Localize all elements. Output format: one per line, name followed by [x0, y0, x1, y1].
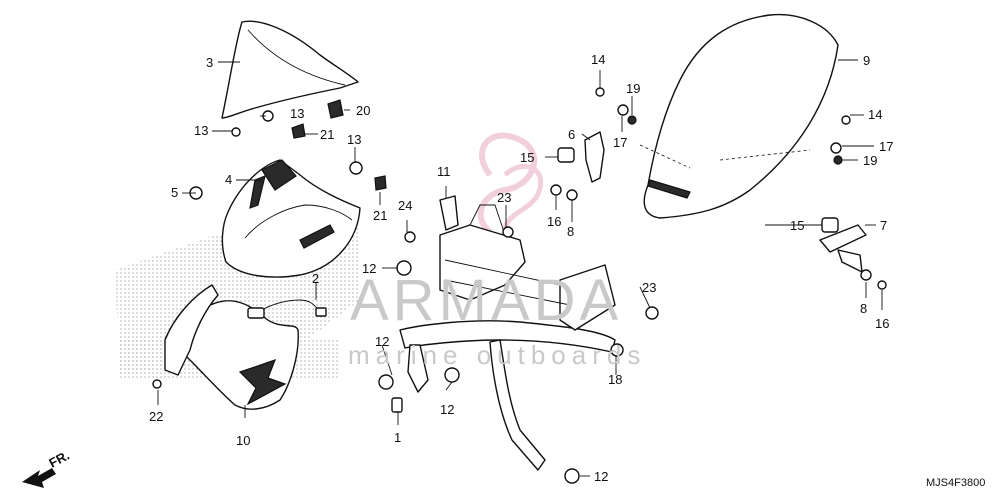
callout-15[interactable]: 15: [790, 218, 804, 233]
callout-20[interactable]: 20: [356, 103, 370, 118]
callout-21[interactable]: 21: [373, 208, 387, 223]
part-2-wire-harness: [247, 299, 327, 319]
drawing-code: MJS4F3800: [926, 477, 985, 489]
part-3-upper-cover: [221, 20, 359, 119]
callout-5[interactable]: 5: [171, 185, 178, 200]
callout-13[interactable]: 13: [290, 106, 304, 121]
callout-8[interactable]: 8: [567, 224, 574, 239]
callout-1[interactable]: 1: [394, 430, 401, 445]
callout-2[interactable]: 2: [312, 271, 319, 286]
callout-15[interactable]: 15: [520, 150, 534, 165]
callouts: 3 13 13 20 21 13 4 5 21 2 22 10 11 23 24…: [149, 52, 893, 484]
part-7-bracket: [819, 217, 867, 273]
part-9-windscreen: [639, 13, 839, 219]
part-4-inner-cover: [221, 159, 361, 278]
callout-19[interactable]: 19: [626, 81, 640, 96]
callout-18[interactable]: 18: [608, 372, 622, 387]
callout-12[interactable]: 12: [375, 334, 389, 349]
callout-12[interactable]: 12: [440, 402, 454, 417]
callout-17[interactable]: 17: [613, 135, 627, 150]
callout-3[interactable]: 3: [206, 55, 213, 70]
callout-12[interactable]: 12: [594, 469, 608, 484]
part-6-bracket: [557, 131, 605, 183]
callout-14[interactable]: 14: [591, 52, 605, 67]
part-frame-stay: [399, 195, 616, 471]
callout-8[interactable]: 8: [860, 301, 867, 316]
part-10-lower-cover: [164, 284, 299, 410]
callout-13[interactable]: 13: [347, 132, 361, 147]
callout-21[interactable]: 21: [320, 127, 334, 142]
pink-swirl-logo: [477, 132, 544, 235]
callout-6[interactable]: 6: [568, 127, 575, 142]
callout-7[interactable]: 7: [880, 218, 887, 233]
callout-13[interactable]: 13: [194, 123, 208, 138]
callout-10[interactable]: 10: [236, 433, 250, 448]
callout-22[interactable]: 22: [149, 409, 163, 424]
front-label: FR.: [46, 448, 72, 471]
callout-16[interactable]: 16: [547, 214, 561, 229]
callout-19[interactable]: 19: [863, 153, 877, 168]
watermark-tagline: marine outboards: [348, 340, 646, 370]
hardware-items: [152, 87, 887, 484]
callout-16[interactable]: 16: [875, 316, 889, 331]
leader-lines: [157, 59, 883, 477]
callout-14[interactable]: 14: [868, 107, 882, 122]
callout-23[interactable]: 23: [642, 280, 656, 295]
callout-17[interactable]: 17: [879, 139, 893, 154]
callout-23[interactable]: 23: [497, 190, 511, 205]
callout-11[interactable]: 11: [437, 164, 451, 179]
callout-24[interactable]: 24: [398, 198, 412, 213]
callout-9[interactable]: 9: [863, 53, 870, 68]
watermark-brand: ARMADA: [350, 268, 622, 333]
front-arrow-icon: [22, 468, 56, 488]
front-direction-indicator: FR.: [22, 448, 72, 488]
callout-12[interactable]: 12: [362, 261, 376, 276]
callout-4[interactable]: 4: [225, 172, 232, 187]
